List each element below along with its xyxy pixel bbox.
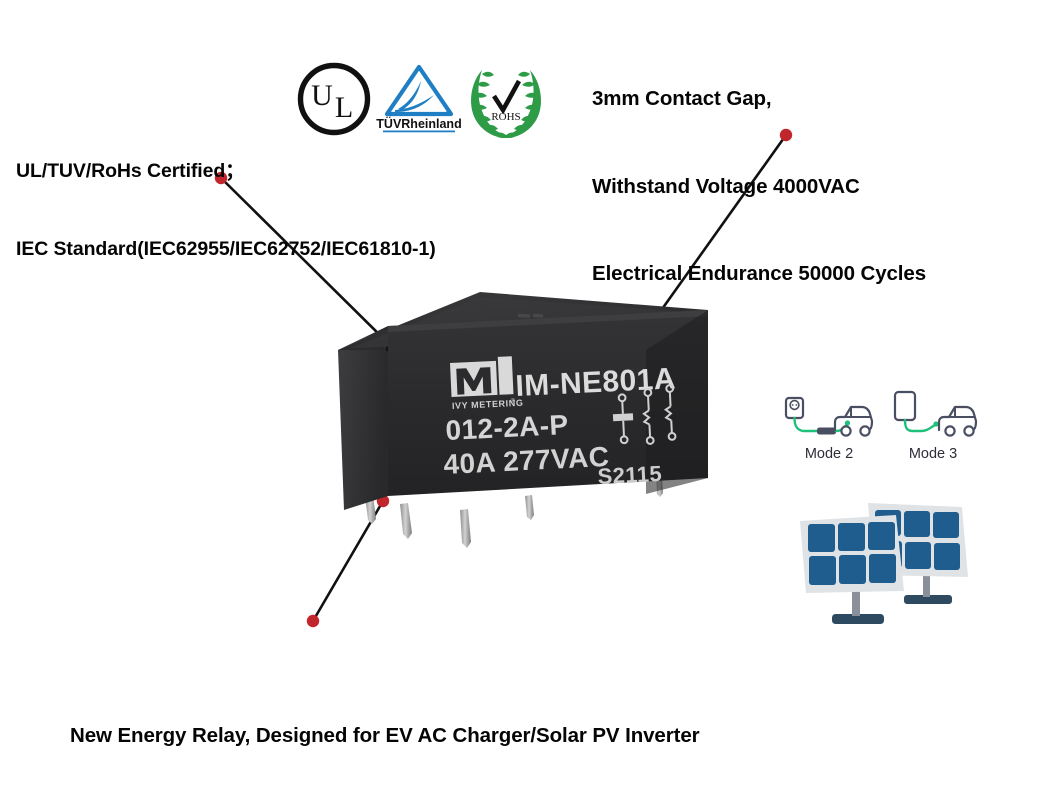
relay-top-stamp <box>517 313 544 318</box>
product-tagline: New Energy Relay, Designed for EV AC Cha… <box>70 668 700 803</box>
ev-mode-2-label: Mode 2 <box>804 446 854 462</box>
relay-front-face <box>388 310 708 496</box>
ev-mode-2-item: Mode 2 <box>783 388 875 462</box>
brand-name-text: IVY METERING <box>452 398 524 411</box>
ivy-metering-logo: IVY METERING ® <box>450 356 524 411</box>
svg-text:®: ® <box>511 397 516 404</box>
tuv-rheinland-certification-icon: ® TÜVRheinland <box>376 64 462 133</box>
ev-wallbox-charger-car-icon <box>893 390 978 437</box>
callout-right-line-1: 3mm Contact Gap, <box>592 87 772 111</box>
svg-text:L: L <box>335 91 353 124</box>
relay-right-edge <box>646 310 708 494</box>
callout-left-line-2: IEC Standard(IEC62955/IEC62752/IEC61810-… <box>16 237 436 260</box>
ev-socket-portable-charger-car-icon <box>784 396 874 437</box>
solar-panel-array-icon <box>800 503 968 624</box>
svg-text:U: U <box>311 79 333 112</box>
relay-front-printing: IVY METERING ® IM-NE801A 012-2A-P 40A 27… <box>443 356 677 489</box>
relay-product-image: IVY METERING ® IM-NE801A 012-2A-P 40A 27… <box>338 292 708 548</box>
callout-left-line-1: UL/TUV/RoHs Certified； <box>16 160 245 183</box>
svg-text:ROHS: ROHS <box>491 111 520 123</box>
ev-charging-modes-group: Mode 2 Mode 3 <box>783 388 979 472</box>
callout-text-certification: UL/TUV/RoHs Certified； IEC Standard(IEC6… <box>16 108 436 314</box>
infographic-canvas: UL/TUV/RoHs Certified； IEC Standard(IEC6… <box>16 26 979 748</box>
product-tagline-text: New Energy Relay, Designed for EV AC Cha… <box>70 724 700 748</box>
rohs-certification-icon: ROHS <box>471 70 541 138</box>
svg-text:TÜVRheinland: TÜVRheinland <box>376 116 461 131</box>
callout-right-line-2: Withstand Voltage 4000VAC <box>592 174 860 198</box>
relay-schematic-diagram <box>612 384 677 445</box>
callout-dot-bottom-anchor <box>306 614 320 628</box>
ul-certification-icon: U L <box>297 62 371 136</box>
svg-text:®: ® <box>446 109 452 117</box>
relay-left-face <box>338 326 388 510</box>
relay-batch-code: S2115 <box>597 461 663 489</box>
callout-text-electrical-specs: 3mm Contact Gap, Withstand Voltage 4000V… <box>592 26 926 346</box>
solar-front-panel <box>800 515 904 624</box>
relay-spec-line-1: 012-2A-P <box>445 409 569 446</box>
callout-right-line-3: Electrical Endurance 50000 Cycles <box>592 261 927 285</box>
ev-mode-3-item: Mode 3 <box>887 388 979 462</box>
ev-mode-3-label: Mode 3 <box>908 446 958 462</box>
certification-logo-group: U L ® TÜVRheinland <box>296 58 550 142</box>
